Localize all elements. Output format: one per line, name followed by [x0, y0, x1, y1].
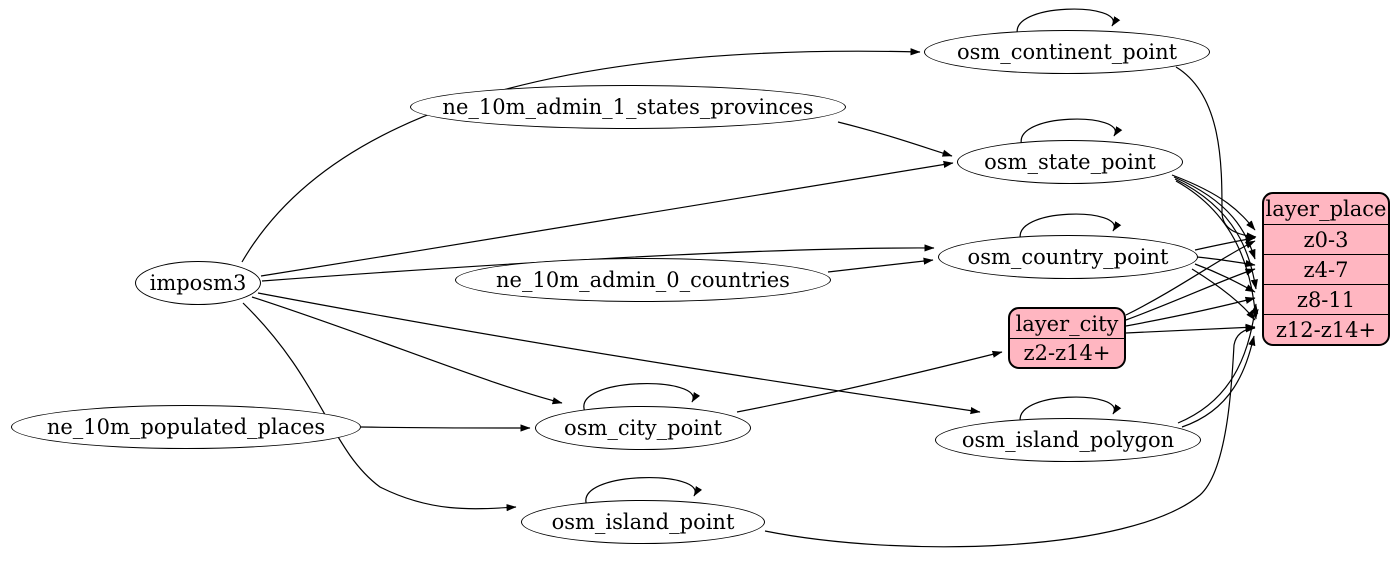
record-row: z4-7	[1264, 254, 1388, 284]
self-loop-osm-country-point	[1019, 213, 1122, 242]
self-loop-osm-city-point	[583, 383, 701, 413]
record-row: z12-z14+	[1264, 314, 1388, 344]
node-osm-continent-point: osm_continent_point	[924, 30, 1210, 74]
edge-osm-island-polygon--layer-place-z12-z14	[1181, 335, 1256, 428]
edge-osm-country-point--layer-place-z0-3	[1194, 235, 1256, 251]
record-row: z0-3	[1264, 224, 1388, 254]
record-layer-place: layer_place z0-3 z4-7 z8-11 z12-z14+	[1262, 192, 1390, 346]
self-loop-osm-island-point	[585, 477, 703, 507]
edge-ne-10m-admin-1-states-provinces--osm-state-point	[837, 121, 953, 157]
node-label: osm_continent_point	[956, 39, 1178, 64]
node-label: osm_state_point	[984, 149, 1156, 174]
edge-osm-city-point--layer-city-z2-z14	[736, 350, 1003, 413]
record-row: z8-11	[1264, 284, 1388, 314]
record-title: layer_place	[1265, 197, 1387, 221]
edge-layer-city-z2-z14--layer-place-z0-3	[1125, 240, 1256, 316]
edge-imposm3--osm-city-point	[251, 296, 563, 405]
record-row: z2-z14+	[1010, 338, 1124, 367]
edge-imposm3--osm-continent-point	[241, 48, 921, 263]
node-imposm3: imposm3	[135, 261, 261, 305]
self-loop-osm-continent-point	[1016, 8, 1121, 37]
record-title: layer_city	[1015, 311, 1119, 336]
node-ne-10m-populated-places: ne_10m_populated_places	[11, 405, 361, 449]
edge-osm-country-point--layer-place-z12-z14	[1191, 268, 1256, 321]
edge-layer-city-z2-z14--layer-place-z12-z14	[1125, 323, 1256, 334]
edge-imposm3--osm-island-point	[242, 302, 517, 512]
node-osm-state-point: osm_state_point	[957, 140, 1183, 184]
edge-osm-island-polygon--layer-place-z8-11	[1177, 303, 1259, 424]
edge-layer-city-z2-z14--layer-place-z4-7	[1125, 268, 1256, 321]
edge-osm-island-point--layer-place-z12-z14	[764, 325, 1256, 548]
edge-imposm3--osm-island-polygon	[257, 292, 981, 415]
edge-ne-10m-populated-places--osm-city-point	[360, 424, 531, 432]
edge-imposm3--osm-state-point	[260, 160, 954, 277]
node-label: ne_10m_admin_1_states_provinces	[442, 94, 814, 119]
node-osm-island-polygon: osm_island_polygon	[935, 418, 1201, 462]
edge-layer-city-z2-z14--layer-place-z8-11	[1125, 296, 1256, 327]
self-loop-osm-island-polygon	[1019, 396, 1122, 425]
node-label: ne_10m_admin_0_countries	[496, 267, 790, 292]
edge-osm-state-point--layer-place-z8-11	[1174, 178, 1258, 290]
node-label: osm_island_polygon	[961, 427, 1175, 452]
node-ne-10m-admin-1-states-provinces: ne_10m_admin_1_states_provinces	[410, 85, 846, 129]
edge-ne-10m-admin-0-countries--osm-country-point	[827, 257, 934, 273]
node-label: osm_country_point	[967, 244, 1169, 269]
node-ne-10m-admin-0-countries: ne_10m_admin_0_countries	[455, 258, 831, 302]
node-label: ne_10m_populated_places	[46, 414, 326, 439]
edge-osm-state-point--layer-place-z0-3	[1171, 174, 1256, 231]
edge-imposm3--osm-country-point	[261, 244, 935, 282]
node-osm-city-point: osm_city_point	[535, 406, 751, 450]
node-osm-country-point: osm_country_point	[938, 235, 1198, 279]
self-loop-osm-state-point	[1020, 118, 1123, 147]
edge-osm-country-point--layer-place-z4-7	[1196, 256, 1256, 268]
node-label: osm_city_point	[564, 415, 722, 440]
edge-osm-state-point--layer-place-z4-7	[1173, 176, 1256, 260]
node-label: imposm3	[149, 270, 247, 295]
record-layer-city: layer_city z2-z14+	[1008, 307, 1126, 369]
node-osm-island-point: osm_island_point	[521, 500, 765, 544]
node-label: osm_island_point	[551, 509, 735, 534]
edge-osm-continent-point--layer-place-z0-3	[1175, 66, 1257, 240]
